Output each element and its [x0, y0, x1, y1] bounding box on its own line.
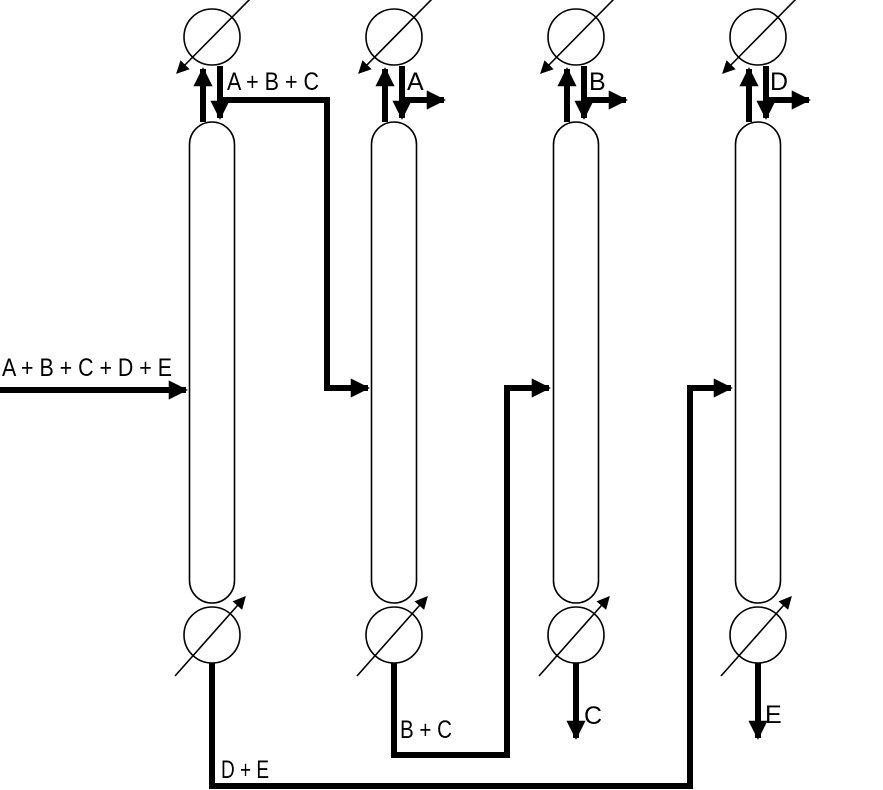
overhead-stream-label: A + B + C	[227, 68, 319, 96]
condenser-duty-arrow	[358, 0, 433, 74]
column-2: A B + C	[356, 0, 551, 758]
overhead-stream-label: B	[589, 68, 606, 96]
overhead-stream-label: D	[770, 68, 788, 96]
column-vessel	[734, 121, 782, 604]
condenser-circle	[183, 8, 241, 66]
feed-stream: A + B + C + D + E	[0, 354, 188, 400]
bottoms-stream-label: D + E	[221, 756, 269, 784]
condenser-icon	[722, 0, 797, 74]
overhead-stream-arrow	[220, 97, 370, 398]
reboiler-duty-arrow	[538, 596, 610, 677]
column-vessel	[370, 121, 418, 604]
reboiler-duty-arrow	[356, 596, 428, 677]
condenser-icon	[358, 0, 433, 74]
bottoms-stream-arrow	[209, 378, 733, 789]
reboiler-duty-arrow	[720, 596, 792, 677]
feed-stream-label: A + B + C + D + E	[2, 354, 172, 382]
column-vessel	[188, 121, 236, 604]
condenser-circle	[365, 8, 423, 66]
condenser-icon	[540, 0, 615, 74]
reboiler-duty-arrow	[174, 596, 246, 677]
condenser-duty-arrow	[722, 0, 797, 74]
overhead-stream-label: A	[407, 68, 424, 96]
condenser-circle	[729, 8, 787, 66]
bottoms-stream-label: E	[765, 701, 782, 729]
condenser-duty-arrow	[176, 0, 251, 74]
column-vessel	[552, 121, 600, 604]
bottoms-stream-label: B + C	[400, 716, 452, 744]
column-1: A + B + C D + E	[174, 0, 733, 789]
condenser-circle	[547, 8, 605, 66]
column-4: D E	[720, 0, 811, 740]
bottoms-stream-label: C	[584, 702, 602, 730]
condenser-duty-arrow	[540, 0, 615, 74]
condenser-icon	[176, 0, 251, 74]
bottoms-stream-arrow	[391, 378, 551, 758]
column-3: B C	[538, 0, 628, 740]
